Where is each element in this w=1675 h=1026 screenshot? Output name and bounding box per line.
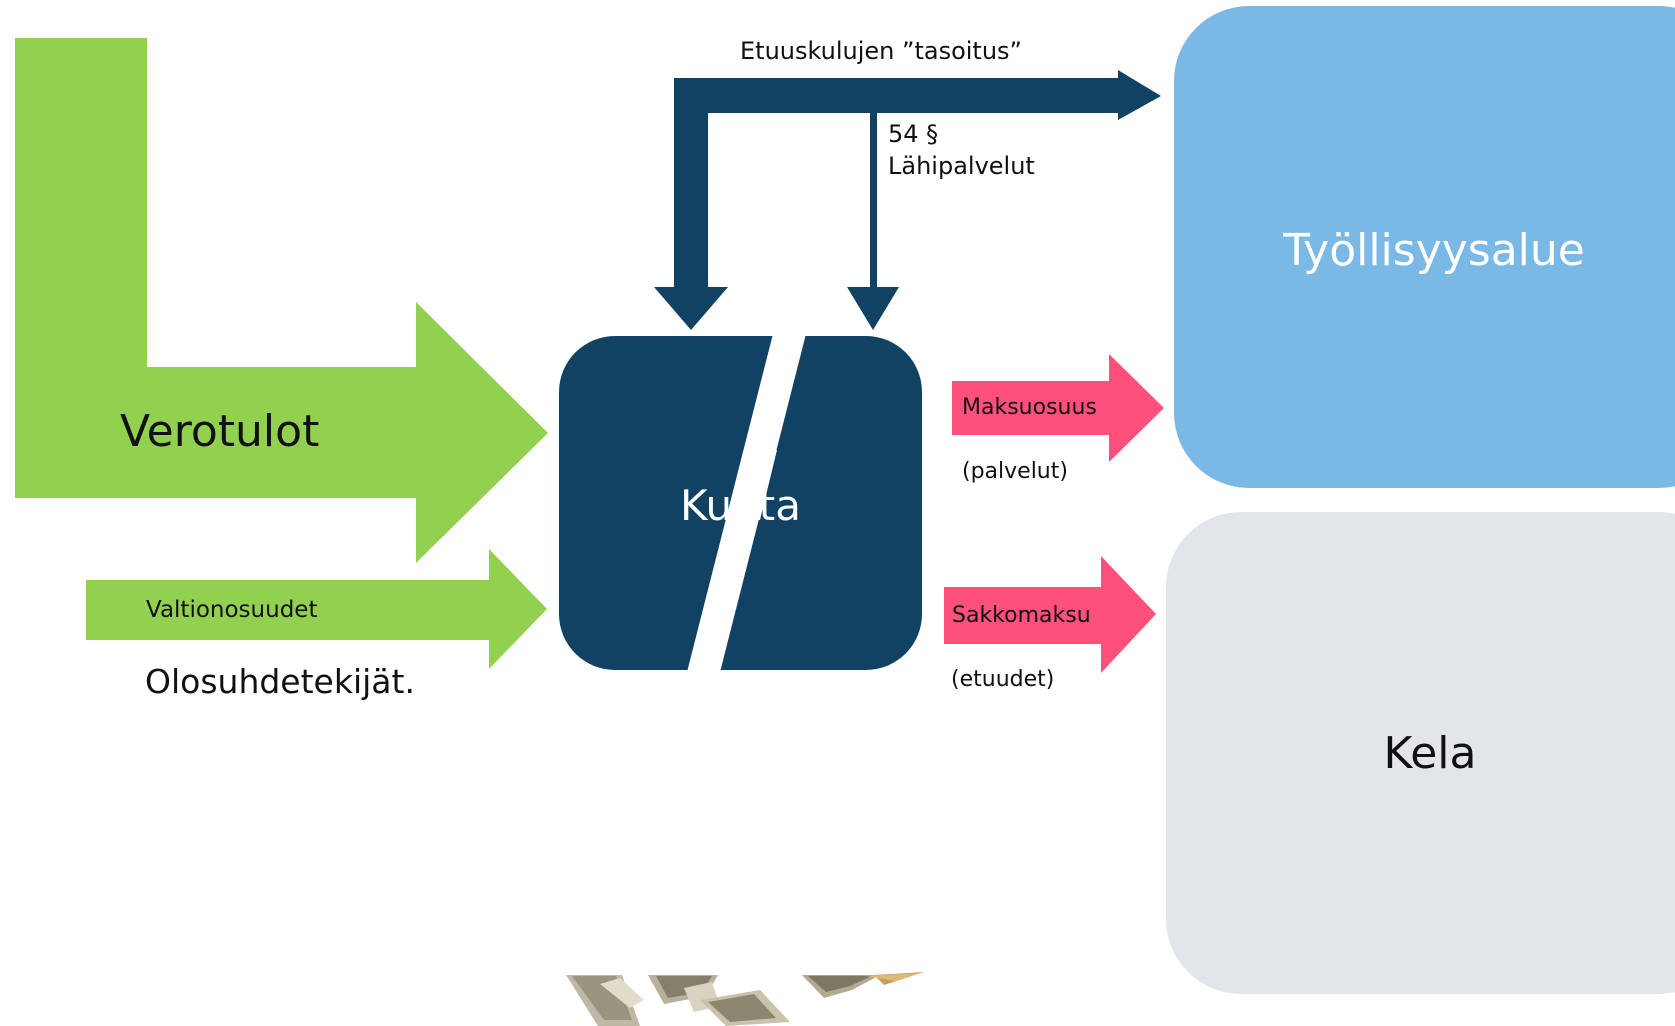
benefit-equalization-arrow — [654, 70, 1161, 330]
benefit-equalization-label: Etuuskulujen ”tasoitus” — [740, 37, 1022, 65]
penalty-fee-note: (etuudet) — [951, 667, 1055, 692]
tax-income-arrow — [15, 38, 548, 563]
payment-share-arrow — [952, 354, 1164, 462]
penalty-fee-label: Sakkomaksu — [952, 603, 1091, 628]
payment-share-note: (palvelut) — [962, 459, 1068, 484]
local-services-arrow — [847, 113, 899, 330]
tax-income-label: Verotulot — [120, 406, 320, 457]
state-subsidies-label: Valtionosuudet — [146, 597, 318, 623]
employment-area-box — [1174, 6, 1675, 488]
penalty-fee-arrow — [944, 556, 1156, 673]
kela-box — [1166, 512, 1675, 994]
conditions-label: Olosuhdetekijät. — [145, 662, 415, 701]
local-services-label: Lähipalvelut — [888, 152, 1035, 180]
municipality-label: Kunta — [680, 480, 801, 530]
kela-label: Kela — [1383, 727, 1477, 779]
section-54-label: 54 § — [888, 120, 939, 148]
state-subsidies-arrow — [86, 549, 547, 669]
money-bundles-icon — [566, 972, 924, 1026]
employment-area-label: Työllisyysalue — [1283, 224, 1585, 276]
payment-share-label: Maksuosuus — [962, 395, 1097, 420]
